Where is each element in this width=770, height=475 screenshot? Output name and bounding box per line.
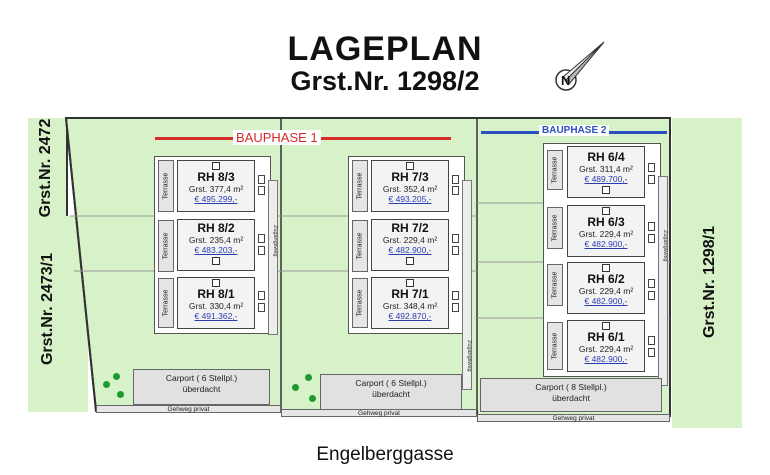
price-link[interactable]: € 495.299,- — [194, 194, 238, 204]
terrace: Terrasse — [547, 264, 563, 306]
terrace: Terrasse — [547, 207, 563, 249]
street-name: Engelberggasse — [316, 444, 454, 465]
bush-icon — [117, 391, 124, 398]
bin-icon — [258, 303, 265, 312]
entrance-marker — [602, 322, 610, 330]
bin-icon — [258, 246, 265, 255]
svg-text:N: N — [561, 73, 570, 88]
entrance-marker — [212, 279, 220, 287]
price-link[interactable]: € 483.203,- — [194, 245, 238, 255]
carport-1: Carport ( 6 Stellpl.) überdacht — [133, 369, 270, 405]
price-link[interactable]: € 482.900,- — [584, 296, 628, 306]
bin-icon — [452, 303, 459, 312]
bin-icon — [648, 175, 655, 184]
price-link[interactable]: € 482.900,- — [584, 239, 628, 249]
price-link[interactable]: € 492.870,- — [388, 311, 432, 321]
unit-rh-7-2[interactable]: RH 7/2 Grst. 229,4 m² € 482.900,- — [371, 219, 449, 271]
unit-rh-6-1[interactable]: RH 6/1 Grst. 229,4 m² € 482.900,- — [567, 320, 645, 372]
bin-icon — [648, 163, 655, 172]
terrace: Terrasse — [352, 160, 368, 212]
bin-icon — [452, 186, 459, 195]
private-sidewalk: Gehweg privat — [477, 414, 670, 422]
bush-icon — [309, 395, 316, 402]
unit-rh-7-1[interactable]: RH 7/1 Grst. 348,4 m² € 492.870,- — [371, 277, 449, 329]
neighbor-parcel-1298-1 — [672, 118, 742, 428]
bin-icon — [452, 234, 459, 243]
bin-icon — [452, 175, 459, 184]
entrance-marker — [602, 264, 610, 272]
bin-icon — [258, 234, 265, 243]
bin-icon — [258, 186, 265, 195]
private-sidewalk: Gehweg privat — [96, 405, 281, 413]
bush-icon — [113, 373, 120, 380]
phase1-label: BAUPHASE 1 — [233, 130, 321, 145]
bin-icon — [258, 175, 265, 184]
neighbor-parcel-2472 — [28, 118, 68, 216]
unit-rh-8-2[interactable]: RH 8/2 Grst. 235,4 m² € 483.203,- — [177, 219, 255, 271]
bush-icon — [305, 374, 312, 381]
carport-2: Carport ( 6 Stellpl.) überdacht — [320, 374, 462, 410]
neighbor-parcel-2473-1 — [28, 216, 88, 412]
page-subtitle: Grst.Nr. 1298/2 — [290, 66, 480, 96]
access-path — [462, 180, 472, 390]
entrance-marker — [602, 186, 610, 194]
access-path — [658, 176, 668, 386]
bin-icon — [648, 222, 655, 231]
price-link[interactable]: € 491.362,- — [194, 311, 238, 321]
terrace: Terrasse — [158, 160, 174, 212]
bin-icon — [452, 291, 459, 300]
unit-rh-8-3[interactable]: RH 8/3 Grst. 377,4 m² € 495.299,- — [177, 160, 255, 212]
unit-rh-6-3[interactable]: RH 6/3 Grst. 229,4 m² € 482.900,- — [567, 205, 645, 257]
entrance-marker — [602, 207, 610, 215]
unit-rh-6-4[interactable]: RH 6/4 Grst. 311,4 m² € 489.700,- — [567, 146, 645, 198]
bin-icon — [648, 279, 655, 288]
terrace: Terrasse — [352, 220, 368, 272]
bush-icon — [103, 381, 110, 388]
unit-rh-8-1[interactable]: RH 8/1 Grst. 330,4 m² € 491.362,- — [177, 277, 255, 329]
bin-icon — [648, 234, 655, 243]
carport-3: Carport ( 8 Stellpl.) überdacht — [480, 378, 662, 412]
private-sidewalk: Gehweg privat — [281, 409, 477, 417]
price-link[interactable]: € 493.205,- — [388, 194, 432, 204]
terrace: Terrasse — [547, 150, 563, 190]
unit-rh-6-2[interactable]: RH 6/2 Grst. 229,4 m² € 482.900,- — [567, 262, 645, 314]
terrace: Terrasse — [158, 220, 174, 272]
terrace: Terrasse — [158, 278, 174, 328]
bin-icon — [648, 348, 655, 357]
entrance-marker — [212, 162, 220, 170]
access-path — [268, 180, 278, 335]
phase2-label: BAUPHASE 2 — [539, 125, 610, 136]
bin-icon — [648, 336, 655, 345]
price-link[interactable]: € 482.900,- — [388, 245, 432, 255]
price-link[interactable]: € 489.700,- — [584, 174, 628, 184]
terrace: Terrasse — [547, 322, 563, 370]
entrance-marker — [406, 257, 414, 265]
bin-icon — [452, 246, 459, 255]
north-arrow-icon: N — [555, 41, 605, 91]
entrance-marker — [406, 279, 414, 287]
page-title: LAGEPLAN — [287, 30, 483, 68]
bin-icon — [648, 291, 655, 300]
bush-icon — [292, 384, 299, 391]
terrace: Terrasse — [352, 278, 368, 328]
entrance-marker — [212, 257, 220, 265]
unit-rh-7-3[interactable]: RH 7/3 Grst. 352,4 m² € 493.205,- — [371, 160, 449, 212]
bin-icon — [258, 291, 265, 300]
entrance-marker — [406, 162, 414, 170]
price-link[interactable]: € 482.900,- — [584, 354, 628, 364]
